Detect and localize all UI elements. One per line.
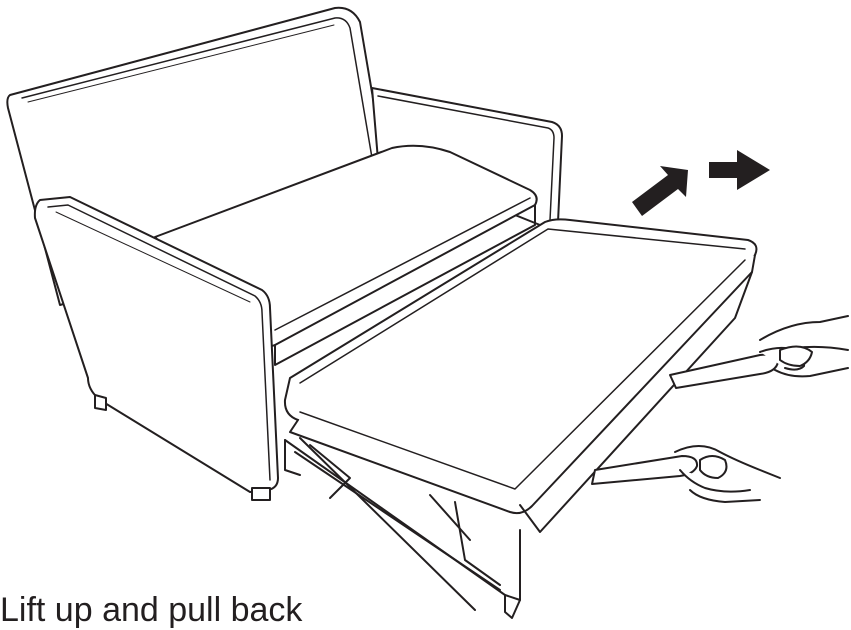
front-foot: [95, 395, 106, 410]
instruction-caption: Lift up and pull back: [0, 590, 302, 630]
lower-hand: [675, 446, 780, 502]
pull-strap-upper: [670, 355, 778, 388]
arrow-right-icon: [709, 150, 770, 190]
back-foot: [252, 488, 270, 500]
arrow-up-right-icon: [632, 166, 688, 216]
